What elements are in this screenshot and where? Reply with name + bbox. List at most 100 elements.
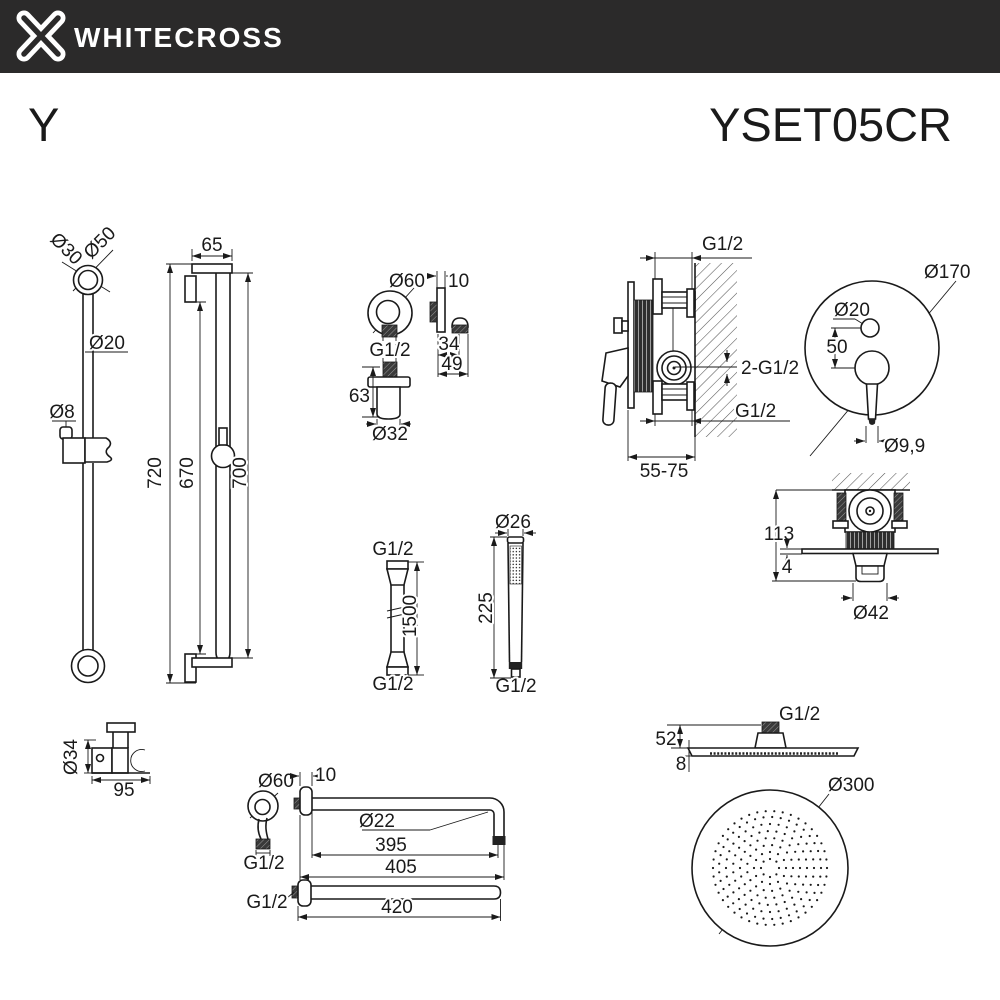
- slide-bar-front-drawing: Ø30 Ø50 Ø20 Ø8: [44, 221, 128, 684]
- diverter-button: [860, 318, 880, 338]
- dim-arm-d22: Ø22: [359, 811, 395, 832]
- elbow-side-inlet: [429, 301, 438, 323]
- mixer-stop-knob: [613, 317, 623, 334]
- head-face-disc: [691, 789, 849, 947]
- wall-hatch-top: [832, 473, 910, 490]
- dim-hose-g12-top: G1/2: [372, 539, 413, 560]
- head-nozzle-dots: [711, 810, 829, 926]
- dim-arm-420: 420: [381, 897, 413, 918]
- series-title: Y: [28, 98, 59, 151]
- dim-holder-95: 95: [113, 780, 134, 801]
- hand-shower-cap: [506, 536, 525, 544]
- elbow-flange: [367, 376, 411, 388]
- dim-plate-d170: Ø170: [924, 262, 970, 283]
- holder-drawing: Ø34 95: [59, 722, 151, 803]
- mixer-cartridge: [633, 299, 654, 393]
- dim-bar-720: 720: [145, 457, 166, 489]
- dim-profile-4: 4: [782, 557, 793, 578]
- dim-arm-d60: Ø60: [258, 771, 294, 792]
- dim-elbow-10: 10: [448, 271, 469, 292]
- mixer-plate-side: [627, 281, 635, 409]
- elbow-thread-top: [381, 324, 398, 338]
- top-flange: [191, 263, 233, 274]
- dim-hand-d26: Ø26: [495, 512, 531, 533]
- dim-mixer-depth: 55-75: [640, 461, 689, 482]
- dim-mixer-2g12: 2-G1/2: [741, 358, 799, 379]
- dim-profile-113: 113: [764, 524, 794, 545]
- dim-holder-d34: Ø34: [61, 739, 82, 775]
- dim-arm-395: 395: [375, 835, 407, 856]
- dim-arm-10: 10: [315, 765, 336, 786]
- head-inlet-thread: [761, 721, 780, 734]
- arm-wall-flange: [299, 786, 313, 816]
- hose-nut-top: [386, 560, 409, 570]
- dim-rail-d50: Ø50: [80, 223, 120, 263]
- mixer-valve-drawing: G1/2 2-G1/2 G1/2 55-75: [601, 232, 801, 484]
- arm-outlet-tip: [492, 836, 506, 845]
- handle-ball: [854, 350, 890, 386]
- holder-clip: [84, 437, 113, 463]
- head-inlet-base: [754, 732, 787, 749]
- dim-elbow-d32: Ø32: [372, 424, 408, 445]
- elbow-thread-stub: [382, 361, 398, 378]
- dim-head-52: 52: [655, 729, 676, 750]
- dim-bar-670: 670: [177, 457, 198, 489]
- elbow-body: [376, 386, 401, 420]
- dim-arm-405: 405: [385, 857, 417, 878]
- bottom-flange: [191, 657, 233, 668]
- outlet-elbow-drawing: Ø60 G1/2 63 Ø32 10 34 49: [347, 269, 471, 447]
- dim-hose-1500: 1500: [400, 595, 421, 637]
- dim-head-8: 8: [676, 754, 687, 775]
- dim-head-d300: Ø300: [828, 775, 874, 796]
- dim-rail-d8: Ø8: [49, 402, 74, 423]
- handle-stem: [865, 383, 879, 420]
- cartridge-ribs: [845, 531, 895, 550]
- holder-c-clip: [130, 749, 146, 772]
- header-bar: WHITECROSS: [0, 0, 1000, 73]
- top-wall-plate: [184, 275, 197, 303]
- slider-stem: [218, 427, 228, 446]
- dim-rail-d20: Ø20: [89, 333, 125, 354]
- dim-elbow-thread: G1/2: [369, 340, 410, 361]
- handle-stem-tip: [868, 419, 876, 425]
- elbow-side-outlet-thread: [451, 324, 469, 334]
- mixer-plate-drawing: Ø170 Ø20 50 Ø9,9: [804, 260, 972, 459]
- brand-logo-icon: [16, 10, 66, 62]
- wall-hatch: [695, 263, 737, 437]
- dim-mixer-g12-top: G1/2: [702, 234, 743, 255]
- mixer-handle-hub: [601, 346, 629, 388]
- elbow-side-plate: [436, 287, 446, 333]
- hand-shower-band: [508, 662, 523, 669]
- dim-profile-d42: Ø42: [853, 603, 889, 624]
- hand-shower-inlet: [510, 668, 521, 678]
- dim-plate-d20: Ø20: [834, 300, 870, 321]
- brand-name: WHITECROSS: [74, 22, 284, 53]
- hose-drawing: G1/2 G1/2 1500: [370, 537, 424, 697]
- hand-shower-drawing: Ø26 G1/2 225: [474, 510, 539, 699]
- dim-elbow-49: 49: [441, 354, 462, 375]
- mixer-handle-lever: [602, 382, 617, 426]
- head-side-drawing: G1/2 52 8: [653, 702, 860, 777]
- dim-arm-g12-front: G1/2: [243, 853, 284, 874]
- head-face-drawing: Ø300: [691, 773, 876, 947]
- hose-nut-bottom: [386, 666, 409, 676]
- holder-block: [62, 437, 86, 464]
- dim-hand-g12: G1/2: [495, 676, 536, 697]
- model-number: YSET05CR: [709, 98, 952, 151]
- dim-bar-700: 700: [230, 457, 251, 489]
- handle-base-cone: [851, 552, 889, 567]
- dim-elbow-d60: Ø60: [389, 271, 425, 292]
- dim-plate-50: 50: [826, 337, 847, 358]
- dim-mixer-g12-bottom: G1/2: [735, 401, 776, 422]
- arm-top-flange: [297, 879, 312, 907]
- holder-screw-hole: [95, 753, 105, 763]
- dim-plate-d99: Ø9,9: [884, 436, 925, 457]
- dim-elbow-63: 63: [349, 386, 370, 407]
- dim-head-g12: G1/2: [779, 704, 820, 725]
- dim-elbow-34: 34: [438, 334, 460, 355]
- shower-arm-drawing: Ø60 G1/2 10 Ø22 395 405: [241, 763, 506, 921]
- dim-arm-g12-top: G1/2: [246, 892, 287, 913]
- mixer-profile-drawing: 113 4 Ø42: [762, 473, 939, 626]
